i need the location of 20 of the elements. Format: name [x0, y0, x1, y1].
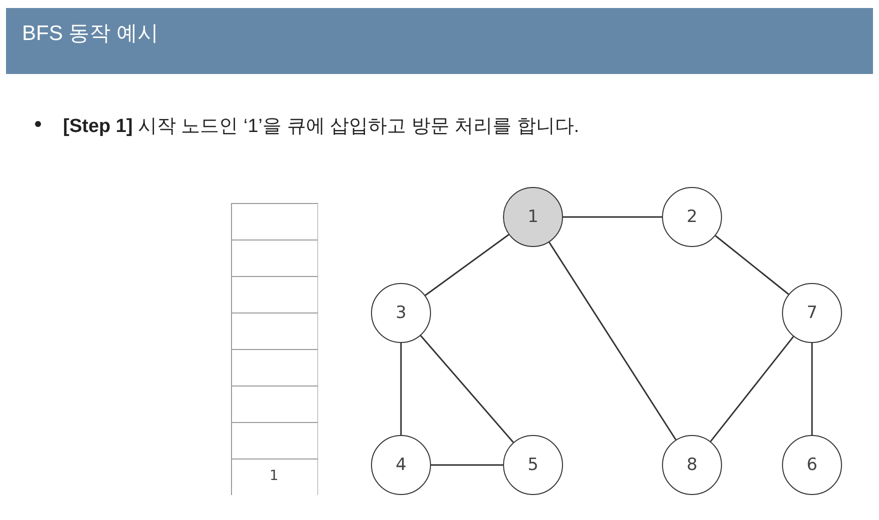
graph-node-circle: 7 [782, 283, 842, 343]
graph-node-circle: 6 [782, 435, 842, 495]
graph-node-circle: 1 [503, 187, 563, 247]
queue-item: 1 [268, 468, 280, 484]
graph-node-circle: 8 [662, 435, 722, 495]
graph-edge [811, 343, 813, 435]
slide-title: BFS 동작 예시 [22, 21, 159, 47]
graph-edge [548, 242, 676, 440]
graph-edge [424, 234, 510, 296]
graph-edge [400, 343, 402, 435]
graph-node-circle: 5 [503, 435, 563, 495]
graph-node-circle: 2 [662, 187, 722, 247]
graph-edge [714, 235, 790, 295]
graph-edge [420, 335, 514, 443]
graph-edge [431, 464, 503, 466]
graph-node-circle: 4 [371, 435, 431, 495]
graph-edge [563, 216, 662, 218]
step-description: [Step 1] 시작 노드인 ‘1’을 큐에 삽입하고 방문 처리를 합니다. [63, 115, 580, 139]
graph-edge [710, 336, 794, 442]
graph-node-circle: 3 [371, 283, 431, 343]
